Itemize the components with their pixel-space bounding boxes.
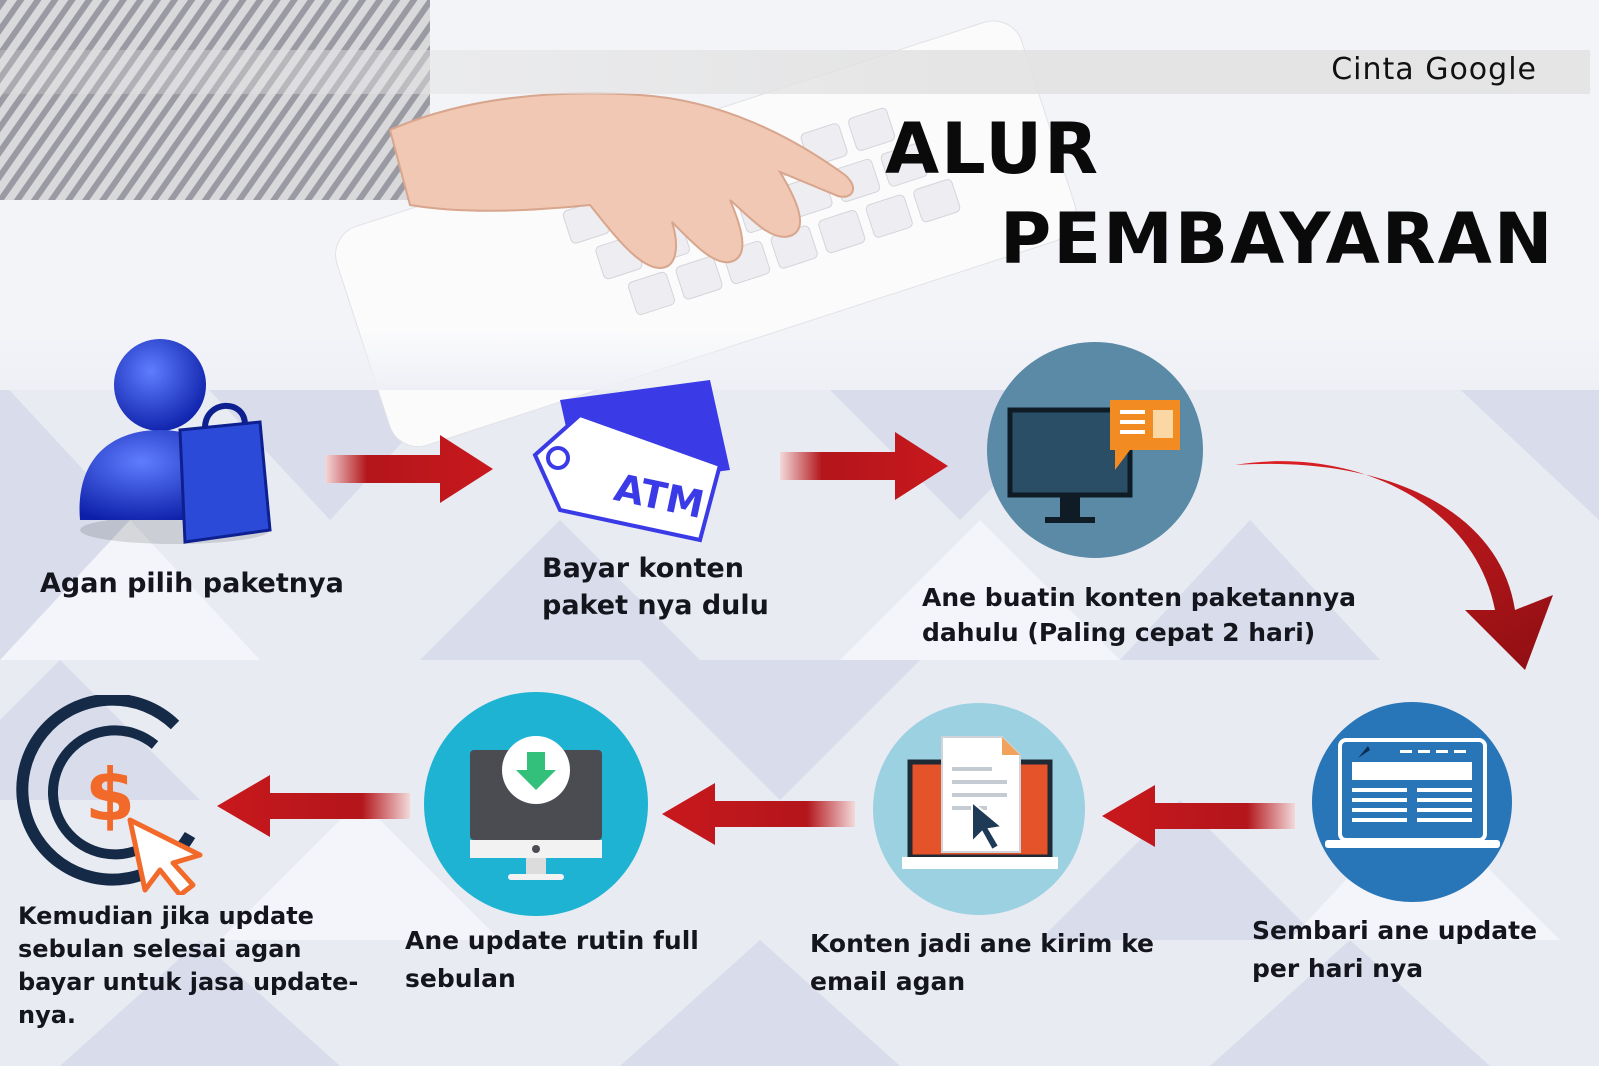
monitor-download-icon: [424, 692, 648, 916]
arrow-step-1-to-2: [325, 435, 493, 503]
arrow-step-2-to-3: [780, 432, 948, 500]
dollar-sign: $: [85, 753, 135, 837]
step-2-line-1: Bayar konten: [542, 553, 744, 584]
step-4-line-2: per hari nya: [1252, 954, 1424, 983]
step-7-line-4: nya.: [18, 1001, 77, 1029]
step-7-line-3: bayar untuk jasa update-: [18, 968, 359, 996]
step-1-label: Agan pilih paketnya: [40, 565, 344, 602]
arrow-step-3-to-4: [1235, 461, 1553, 670]
title-line-1: ALUR: [885, 108, 1101, 190]
brand-name: Cinta Google: [1331, 52, 1537, 87]
atm-tag-icon: ATM: [532, 380, 730, 543]
laptop-website-icon: [1312, 702, 1512, 902]
step-4-label: Sembari ane update per hari nya: [1252, 912, 1537, 988]
step-6-label: Ane update rutin full sebulan: [405, 922, 699, 998]
laptop-document-cursor-icon: [873, 703, 1085, 915]
step-2-label: Bayar konten paket nya dulu: [542, 550, 769, 624]
step-5-label: Konten jadi ane kirim ke email agan: [810, 925, 1154, 1001]
title-line-2: PEMBAYARAN: [1000, 198, 1555, 280]
monitor-chat-icon: [987, 342, 1203, 558]
step-7-label: Kemudian jika update sebulan selesai aga…: [18, 900, 358, 1032]
step-6-line-1: Ane update rutin full: [405, 926, 699, 955]
step-2-line-2: paket nya dulu: [542, 590, 769, 621]
step-1-line-1: Agan pilih paketnya: [40, 568, 344, 599]
step-7-line-2: sebulan selesai agan: [18, 935, 302, 963]
step-3-line-2: dahulu (Paling cepat 2 hari): [922, 618, 1316, 647]
dollar-click-icon: $: [16, 695, 203, 895]
step-7-line-1: Kemudian jika update: [18, 902, 314, 930]
user-shopping-bag-icon: [79, 339, 272, 544]
step-3-label: Ane buatin konten paketannya dahulu (Pal…: [922, 580, 1356, 650]
step-4-line-1: Sembari ane update: [1252, 916, 1538, 945]
arrow-step-5-to-6: [662, 783, 855, 845]
arrow-step-6-to-7: [217, 775, 410, 837]
step-3-line-1: Ane buatin konten paketannya: [922, 583, 1356, 612]
step-6-line-2: sebulan: [405, 964, 516, 993]
step-5-line-1: Konten jadi ane kirim ke: [810, 929, 1155, 958]
step-5-line-2: email agan: [810, 967, 966, 996]
arrow-step-4-to-5: [1102, 785, 1295, 847]
brand-banner: [0, 50, 1590, 94]
